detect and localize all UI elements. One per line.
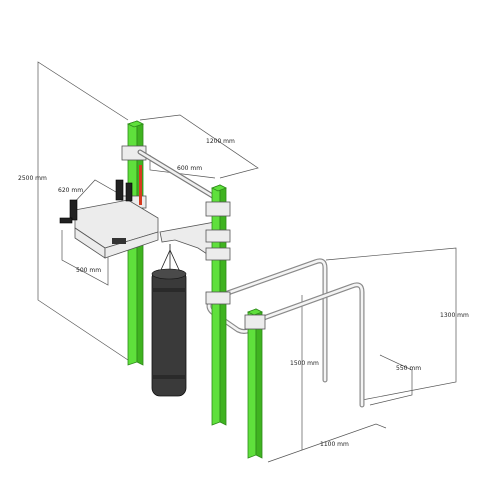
dimension-labels: 2500 mm 1200 mm 600 mm 620 mm 500 mm 130… [18, 138, 469, 448]
dip-handle-left [69, 199, 78, 221]
pull-up-bar [137, 149, 219, 201]
dim-height-total-line [37, 61, 129, 361]
parallel-bars [206, 258, 365, 408]
dip-station [59, 179, 159, 259]
label-dip-depth: 500 mm [76, 267, 101, 274]
front-post [244, 308, 266, 459]
middle-post [205, 184, 231, 426]
label-top-width: 1200 mm [206, 138, 235, 145]
dim-bars-spacing-line [369, 354, 413, 406]
label-beam-length: 600 mm [177, 165, 202, 172]
dim-bars-length-line [267, 423, 387, 463]
label-post-height: 1500 mm [290, 360, 319, 367]
dim-dip-depth-line [61, 230, 109, 286]
dim-top-width-line [139, 114, 259, 179]
dimension-lines [37, 61, 457, 463]
label-bars-length: 1100 mm [320, 441, 349, 448]
dip-handle-right [115, 179, 124, 201]
accent-label [139, 165, 142, 205]
dim-bars-height-line [325, 247, 457, 401]
label-dip-width: 620 mm [58, 187, 83, 194]
label-height-total: 2500 mm [18, 175, 47, 182]
label-bars-height: 1300 mm [440, 312, 469, 319]
punching-bag [151, 249, 187, 397]
label-bars-spacing: 550 mm [396, 365, 421, 372]
